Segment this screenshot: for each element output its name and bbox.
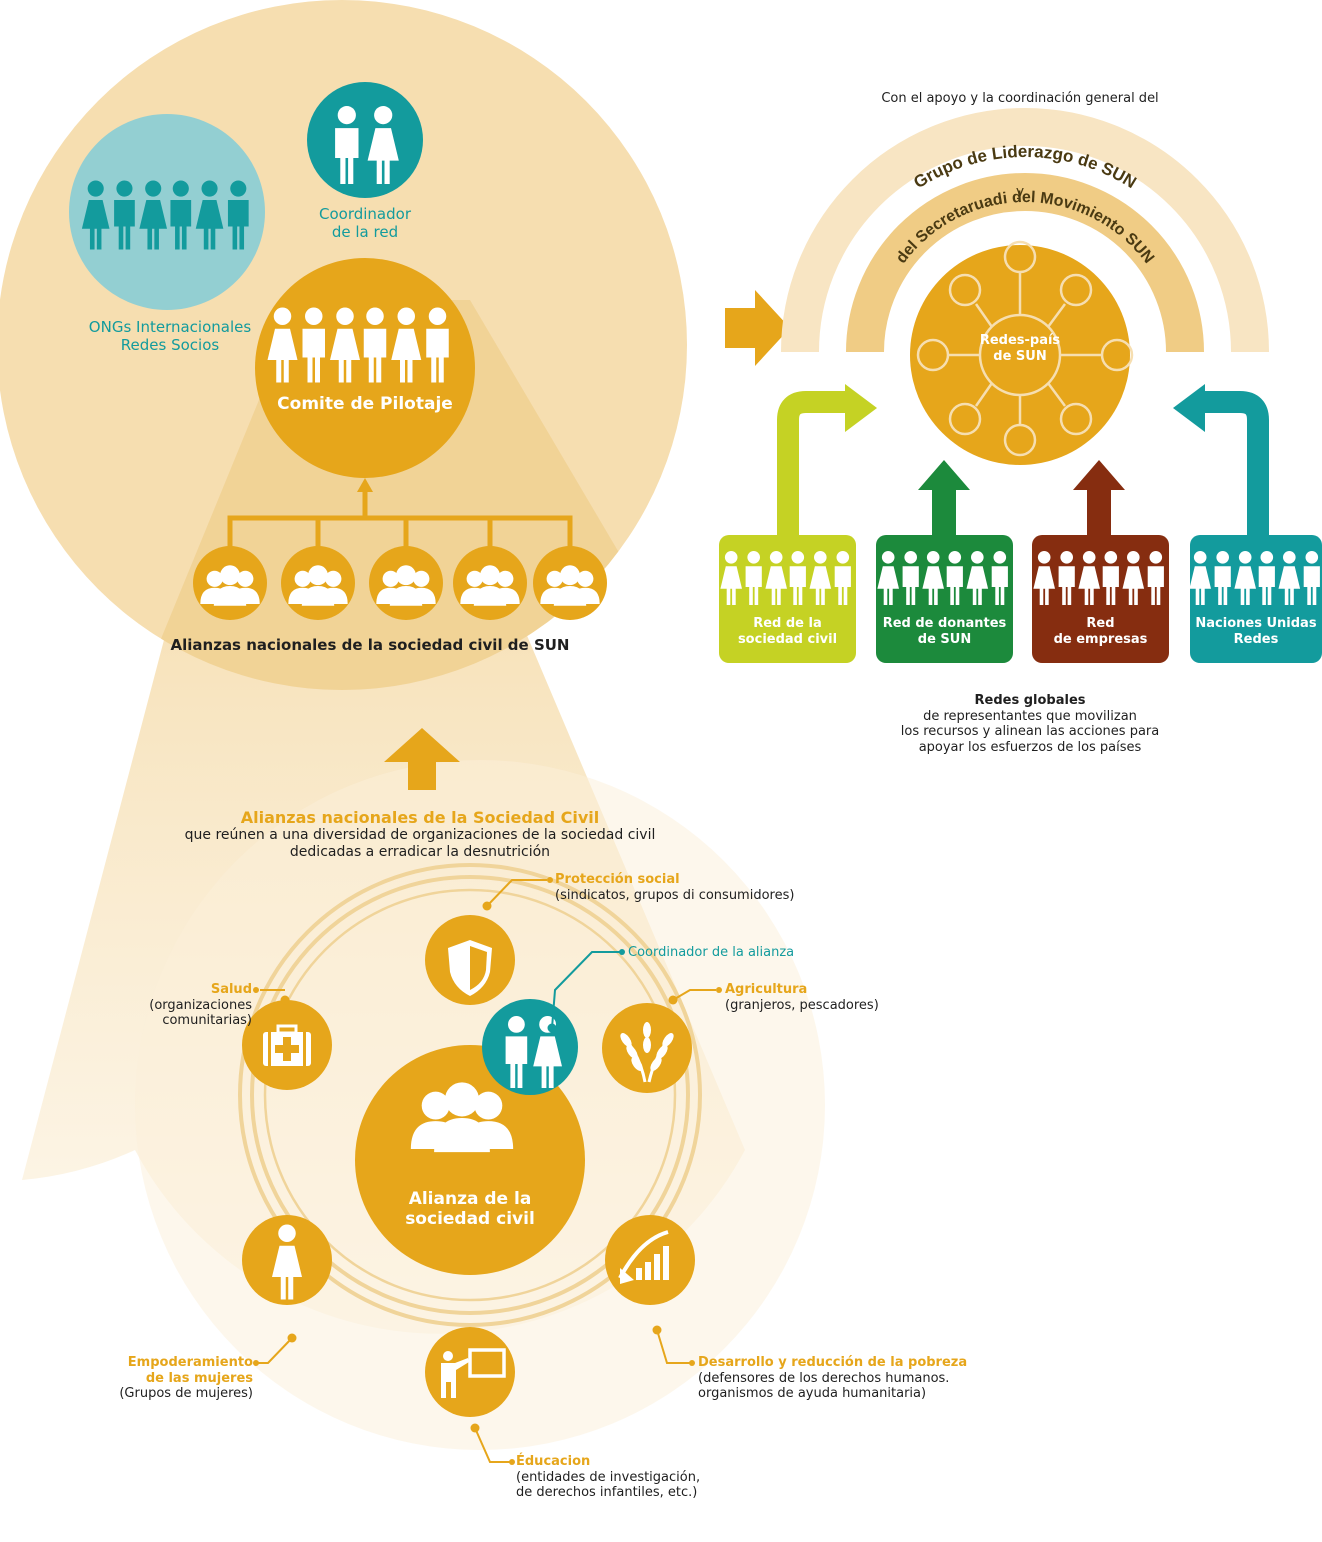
steering-committee-label: Comite de Pilotaje [277,394,453,414]
box-donors: Red de donantes de SUN [876,616,1013,647]
protection-desc: (sindicatos, grupos di consumidores) [555,887,795,903]
global-desc-2: los recursos y alinean las acciones para [900,724,1160,740]
box-un-line1: Naciones Unidas [1195,616,1317,631]
development-label: Desarrollo y reducción de la pobreza (de… [698,1355,998,1402]
hub-label: Redes-país de SUN [960,333,1080,364]
health-title: Salud [210,982,252,997]
global-title: Redes globales [974,693,1086,708]
csa-desc-line2: dedicadas a erradicar la desnutrición [289,843,551,860]
education-desc-1: (entidades de investigación, [516,1469,701,1485]
box-business: Red de empresas [1032,616,1169,647]
box-donors-line2: de SUN [917,631,972,647]
csa-title: Alianzas nacionales de la Sociedad Civil [240,808,600,827]
protection-title: Protección social [555,872,680,887]
agriculture-desc: (granjeros, pescadores) [725,997,879,1013]
health-desc-2: comunitarias) [162,1013,252,1029]
ongs-line1: ONGs Internacionales [88,318,252,336]
agriculture-title: Agricultura [725,982,808,997]
box-business-line1: Red [1086,616,1115,631]
education-title: Éducacion [516,1454,591,1469]
wheel-center-line2: sociedad civil [405,1209,535,1230]
box-civil-society-line1: Red de la [753,616,822,631]
wheel-center-label: Alianza de la sociedad civil [380,1189,560,1230]
global-desc-1: de representantes que movilizan [923,708,1137,724]
alliance-coordinator-label: Coordinador de la alianza [628,945,795,960]
development-title: Desarrollo y reducción de la pobreza [698,1355,968,1370]
box-business-line2: de empresas [1053,631,1148,647]
women-label: Empoderamiento de las mujeres (Grupos de… [60,1355,253,1402]
box-un: Naciones Unidas Redes [1190,616,1322,647]
box-civil-society: Red de la sociedad civil [719,616,856,647]
development-desc-1: (defensores de los derechos humanos. [698,1370,950,1386]
global-networks: Redes globales de representantes que mov… [860,693,1200,755]
women-title-2: de las mujeres [145,1370,253,1386]
box-civil-society-line2: sociedad civil [737,631,838,647]
women-desc: (Grupos de mujeres) [119,1386,253,1402]
development-desc-2: organismos de ayuda humanitaria) [698,1386,927,1402]
education-desc-2: de derechos infantiles, etc.) [516,1485,698,1501]
health-desc-1: (organizaciones [149,997,252,1013]
network-coordinator-line2: de la red [331,223,399,241]
education-label: Éducacion (entidades de investigación, d… [516,1454,746,1501]
hub-line2: de SUN [993,348,1047,364]
network-coordinator-label: Coordinador de la red [290,205,440,241]
hub-line1: Redes-país [979,333,1061,348]
wheel-center-line1: Alianza de la [408,1189,532,1209]
national-alliances-label: Alianzas nacionales de la sociedad civil… [170,636,570,654]
box-un-line2: Redes [1233,631,1279,647]
ongs-label: ONGs Internacionales Redes Socios [60,318,280,354]
agriculture-label: Agricultura (granjeros, pescadores) [725,982,925,1013]
global-desc-3: apoyar los esfuerzos de los países [918,739,1142,755]
women-title-1: Empoderamiento [127,1355,253,1370]
csa-description: que reúnen a una diversidad de organizac… [120,827,720,861]
csa-desc-line1: que reúnen a una diversidad de organizac… [184,827,656,843]
network-coordinator-line1: Coordinador [319,205,411,223]
support-intro: Con el apoyo y la coordinación general d… [881,91,1159,106]
ongs-line2: Redes Socios [120,336,220,354]
protection-label: Protección social (sindicatos, grupos di… [555,872,835,903]
health-label: Salud (organizaciones comunitarias) [100,982,252,1029]
arc-y-text: y [1015,184,1025,200]
box-donors-line1: Red de donantes [882,616,1007,631]
